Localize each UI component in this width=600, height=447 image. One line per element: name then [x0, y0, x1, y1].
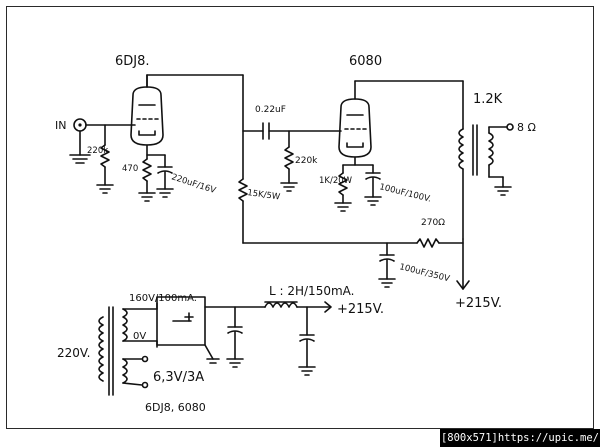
label-xfmr-zero: 0V — [133, 331, 146, 342]
watermark-badge: [800x571]https://upic.me/ — [440, 429, 600, 447]
speaker-terminal — [506, 123, 514, 131]
label-xfmr-secondary: 160V/100mA. — [129, 293, 197, 304]
label-supply-cap: 100uF/350V — [398, 262, 450, 284]
label-choke: L : 2H/150mA. — [269, 284, 354, 298]
label-tube-6080: 6080 — [349, 54, 382, 69]
label-psu-output: +215V. — [337, 302, 384, 317]
label-grid-resistor-2: 220k — [295, 156, 318, 166]
grid-resistor-stage2 — [284, 146, 294, 170]
tube-6080 — [338, 80, 372, 158]
label-supply-resistor: 270Ω — [421, 218, 445, 228]
heater-terminal-1 — [141, 355, 149, 363]
label-speaker: 8 Ω — [517, 121, 536, 134]
label-plate-load: 15K/5W — [247, 188, 282, 203]
cathode-resistor-1k — [338, 172, 348, 196]
cathode-resistor-470 — [142, 158, 152, 182]
label-input: IN — [55, 119, 66, 132]
label-b-plus: +215V. — [455, 296, 502, 311]
label-cathode-cap-2: 100uF/100V. — [378, 182, 432, 205]
label-tube-6djd8: 6DJ8. — [115, 54, 150, 69]
supply-resistor-270 — [416, 238, 440, 248]
label-cathode-cap: 220uF/16V — [170, 172, 217, 196]
label-cathode-resistor: 470 — [122, 164, 138, 174]
power-transformer — [98, 306, 128, 396]
heater-terminal-2 — [141, 381, 149, 389]
label-xfmr-primary: 220V. — [57, 346, 90, 360]
rectifier-bridge — [156, 296, 206, 346]
choke-inductor — [264, 302, 298, 308]
label-grid-resistor: 220k — [87, 146, 108, 156]
label-heater: 6,3V/3A — [153, 370, 204, 385]
label-heater-tubes: 6DJ8, 6080 — [145, 401, 206, 414]
plate-load-15k — [238, 178, 248, 202]
schematic-drawing: 6DJ8. 6080 IN 220k 470 220uF/16V 0.22uF … — [55, 54, 536, 414]
label-coupling-cap: 0.22uF — [255, 105, 286, 115]
output-transformer — [458, 124, 494, 176]
label-cathode-resistor-2: 1K/20W — [319, 176, 353, 186]
grid-resistor-220k — [100, 144, 110, 168]
schematic-sheet: 6DJ8. 6080 IN 220k 470 220uF/16V 0.22uF … — [6, 6, 594, 429]
label-output-impedance: 1.2K — [473, 92, 503, 107]
